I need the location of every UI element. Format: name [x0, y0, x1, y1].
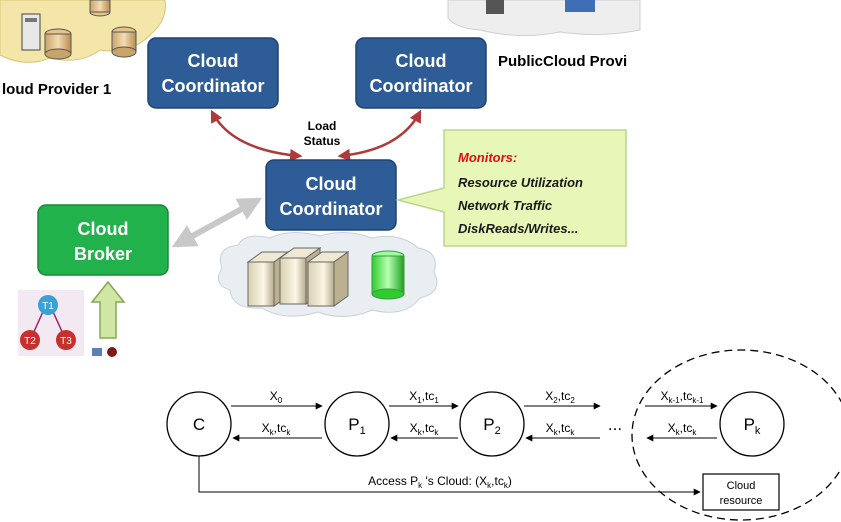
task-t2: T2	[24, 336, 36, 347]
node-c: C	[166, 391, 232, 457]
label-pk-prev-bottom: Xk,tck	[668, 421, 698, 437]
label-p2-p1-bottom: Xk,tck	[410, 421, 440, 437]
svg-text:C: C	[193, 415, 205, 434]
cloud-coordinator-right: Cloud Coordinator	[355, 37, 487, 109]
svg-text:resource: resource	[720, 495, 763, 507]
label-p1-c-bottom: Xk,tck	[262, 421, 292, 437]
svg-text:Cloud: Cloud	[188, 51, 239, 71]
monitors-callout: Monitors: Resource Utilization Network T…	[395, 129, 627, 247]
node-p2: P2	[459, 391, 525, 457]
load-status-arrow-left	[210, 109, 303, 162]
public-cloud-provider-graphic	[447, 0, 641, 37]
pk-cloud-boundary	[631, 349, 841, 521]
label-c-p1-top: X0	[270, 389, 283, 405]
task-graph: T1 T2 T3	[18, 290, 84, 356]
load-status-line1: Load	[308, 119, 337, 133]
small-user-icon	[107, 347, 117, 357]
monitors-title: Monitors:	[458, 150, 517, 165]
svg-text:Coordinator: Coordinator	[280, 199, 383, 219]
label-p1-p2-top: X1,tc1	[409, 389, 439, 405]
monitor-item-2: Network Traffic	[458, 198, 553, 213]
public-cloud-provider-label: PublicCloud Provi	[498, 53, 627, 70]
monitor-item-1: Resource Utilization	[458, 175, 583, 190]
cloud-coordinator-center: Cloud Coordinator	[265, 159, 397, 231]
broker-coordinator-arrow	[171, 197, 263, 248]
svg-text:P2: P2	[483, 415, 500, 437]
svg-text:P1: P1	[348, 415, 365, 437]
small-device-icon	[92, 348, 102, 356]
label-prev-pk-top: Xk-1,tck-1	[661, 389, 704, 405]
cloud-resource-box: Cloud resource	[702, 473, 780, 511]
load-status-arrow-right	[337, 109, 422, 162]
provider-1-label: loud Provider 1	[2, 81, 111, 98]
ellipsis: ...	[608, 415, 622, 434]
svg-text:Cloud: Cloud	[306, 174, 357, 194]
svg-text:Cloud: Cloud	[727, 480, 756, 492]
monitor-item-3: DiskReads/Writes...	[458, 221, 578, 236]
access-label: Access Pk 's Cloud: (Xk,tck)	[368, 474, 512, 490]
cloud-coordinator-left: Cloud Coordinator	[147, 37, 279, 109]
label-p2-next-top: X2,tc2	[545, 389, 575, 405]
upward-arrow	[90, 280, 126, 339]
svg-text:Pk: Pk	[744, 415, 761, 437]
node-pk: Pk	[719, 391, 785, 457]
svg-text:Cloud: Cloud	[78, 219, 129, 239]
svg-text:Broker: Broker	[74, 244, 132, 264]
node-p1: P1	[324, 391, 390, 457]
load-status-line2: Status	[304, 134, 341, 148]
svg-text:Coordinator: Coordinator	[370, 76, 473, 96]
task-t1: T1	[42, 301, 54, 312]
access-arrow	[198, 456, 701, 496]
private-cloud-provider-graphic	[0, 0, 166, 63]
datacenter-cloud	[217, 232, 438, 317]
svg-text:Coordinator: Coordinator	[162, 76, 265, 96]
svg-text:Cloud: Cloud	[396, 51, 447, 71]
cloud-broker: Cloud Broker	[37, 204, 169, 276]
task-t3: T3	[60, 336, 72, 347]
label-next-p2-bottom: Xk,tck	[546, 421, 576, 437]
